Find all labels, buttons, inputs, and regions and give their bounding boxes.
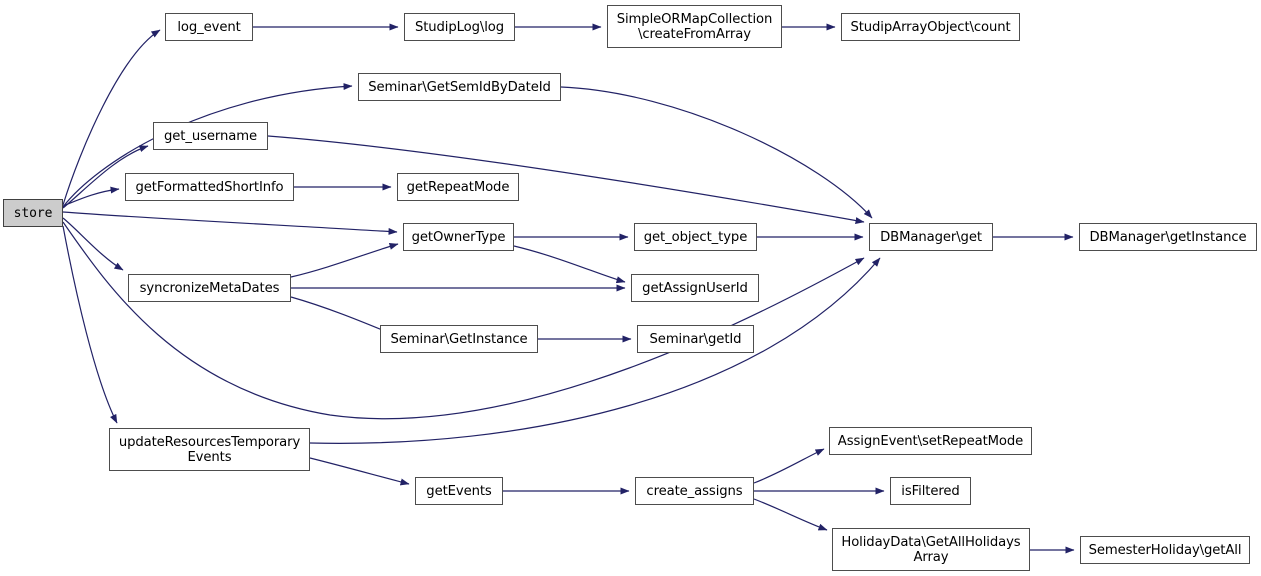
edge-syncronizemetadates-to-seminar_getinstance: [290, 296, 393, 335]
edge-getownertype-to-getassignuserid: [513, 245, 626, 284]
graph-node-label: getEvents: [426, 483, 492, 499]
graph-node-label: AssignEvent\setRepeatMode: [837, 433, 1024, 449]
graph-node-semesterholiday_getall[interactable]: SemesterHoliday\getAll: [1080, 536, 1250, 564]
graph-node-log_event[interactable]: log_event: [165, 13, 253, 41]
graph-node-label: get_object_type: [643, 229, 748, 245]
graph-node-create_assigns[interactable]: create_assigns: [635, 477, 754, 505]
edge-create_assigns-to-assignevent_setrepeat: [753, 448, 825, 484]
graph-node-label: DBManager\getInstance: [1089, 229, 1247, 245]
edge-store-to-getownertype: [62, 211, 398, 235]
edge-store-to-syncronizemetadates: [62, 217, 124, 271]
graph-node-updateresourcestemp[interactable]: updateResourcesTemporary Events: [109, 428, 310, 471]
graph-node-label: SimpleORMapCollection \createFromArray: [616, 11, 773, 42]
graph-node-label: Seminar\GetInstance: [390, 331, 528, 347]
graph-node-getrepeatmode[interactable]: getRepeatMode: [397, 173, 519, 201]
graph-node-label: updateResourcesTemporary Events: [118, 434, 301, 465]
graph-node-getownertype[interactable]: getOwnerType: [403, 223, 514, 251]
edge-store-to-getformattedshortinfo: [62, 186, 120, 207]
graph-node-label: SemesterHoliday\getAll: [1088, 542, 1242, 558]
graph-node-label: StudipArrayObject\count: [850, 19, 1011, 35]
graph-node-getassignuserid[interactable]: getAssignUserId: [631, 274, 759, 302]
graph-node-seminar_getid[interactable]: Seminar\getId: [637, 325, 754, 353]
graph-node-simpleormap_create[interactable]: SimpleORMapCollection \createFromArray: [607, 5, 782, 48]
graph-node-studiparrayobject_count[interactable]: StudipArrayObject\count: [841, 13, 1020, 41]
graph-node-label: getRepeatMode: [406, 179, 510, 195]
graph-node-label: log_event: [177, 19, 241, 35]
graph-node-label: getAssignUserId: [642, 280, 748, 296]
graph-node-label: getFormattedShortInfo: [135, 179, 284, 195]
graph-node-getevents[interactable]: getEvents: [415, 477, 503, 505]
graph-node-seminar_getsemid[interactable]: Seminar\GetSemIdByDateId: [358, 73, 561, 101]
edge-create_assigns-to-holidaydata_getall: [753, 498, 828, 531]
graph-node-syncronizemetadates[interactable]: syncronizeMetaDates: [128, 274, 291, 302]
graph-node-label: Seminar\getId: [649, 331, 742, 347]
graph-node-isfiltered[interactable]: isFiltered: [890, 477, 971, 505]
graph-node-assignevent_setrepeat[interactable]: AssignEvent\setRepeatMode: [829, 427, 1032, 455]
graph-node-holidaydata_getall[interactable]: HolidayData\GetAllHolidays Array: [832, 528, 1030, 571]
edge-store-to-updateresourcestemp: [62, 225, 118, 424]
graph-node-get_username[interactable]: get_username: [153, 122, 268, 150]
edge-updateresourcestemp-to-getevents: [309, 457, 410, 486]
graph-node-label: HolidayData\GetAllHolidays Array: [841, 534, 1021, 565]
graph-node-label: StudipLog\log: [414, 19, 505, 35]
graph-node-studiplog_log[interactable]: StudipLog\log: [404, 13, 515, 41]
edge-get_username-to-dbmanager_get: [267, 135, 865, 224]
graph-node-getformattedshortinfo[interactable]: getFormattedShortInfo: [125, 173, 294, 201]
graph-node-label: create_assigns: [646, 483, 743, 499]
graph-node-seminar_getinstance[interactable]: Seminar\GetInstance: [380, 325, 538, 353]
graph-node-label: syncronizeMetaDates: [139, 280, 280, 296]
graph-node-label: getOwnerType: [411, 229, 506, 245]
graph-node-label: store: [13, 205, 53, 221]
graph-node-label: DBManager\get: [880, 229, 982, 245]
edge-syncronizemetadates-to-getownertype: [290, 242, 399, 278]
graph-node-get_object_type[interactable]: get_object_type: [634, 223, 757, 251]
graph-node-label: get_username: [164, 128, 257, 144]
graph-node-dbmanager_getinstance[interactable]: DBManager\getInstance: [1079, 223, 1257, 251]
graph-node-label: isFiltered: [901, 483, 960, 499]
graph-node-dbmanager_get[interactable]: DBManager\get: [869, 223, 993, 251]
edge-store-to-dbmanager_get: [62, 221, 865, 420]
graph-node-label: Seminar\GetSemIdByDateId: [368, 79, 551, 95]
graph-node-store[interactable]: store: [3, 199, 63, 227]
edge-seminar_getsemid-to-dbmanager_get: [560, 86, 873, 219]
